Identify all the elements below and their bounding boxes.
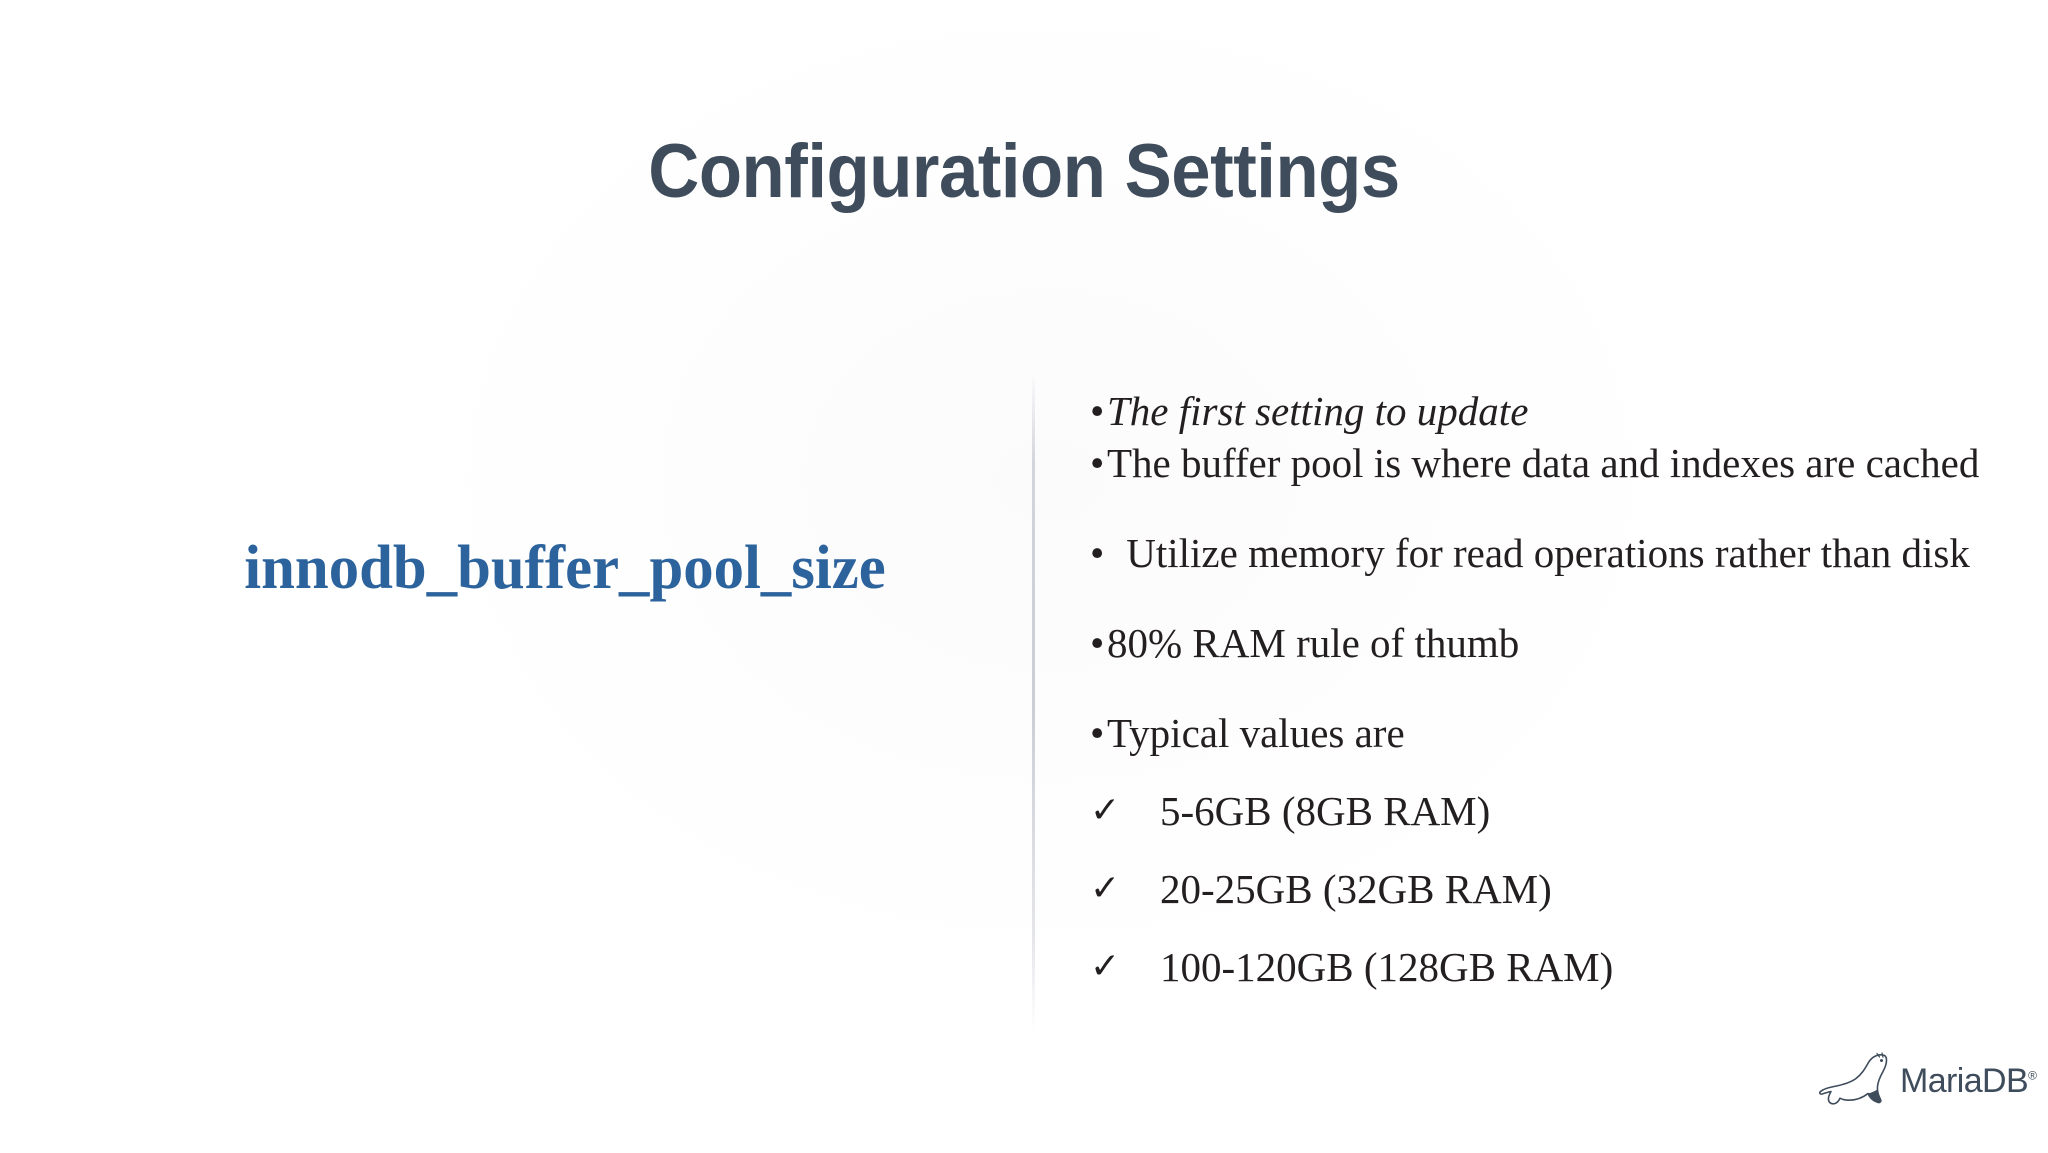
list-item-label: 80% RAM rule of thumb bbox=[1107, 620, 1520, 666]
bullet-list: • The first setting to update • The buff… bbox=[1090, 385, 2020, 993]
checkmark-icon: ✓ bbox=[1090, 868, 1121, 909]
list-item: ✓ 5-6GB (8GB RAM) bbox=[1090, 785, 2020, 837]
bullet-dot-icon: • bbox=[1090, 440, 1105, 486]
checkmark-icon: ✓ bbox=[1090, 790, 1121, 831]
mariadb-wordmark-text: MariaDB bbox=[1900, 1062, 2029, 1100]
sea-lion-icon bbox=[1818, 1052, 1888, 1105]
list-item-label: Utilize memory for read operations rathe… bbox=[1116, 530, 1970, 576]
list-item-label: Typical values are bbox=[1107, 710, 1405, 756]
bullet-dot-icon: • bbox=[1090, 710, 1105, 756]
registered-mark-icon: ® bbox=[2028, 1068, 2037, 1083]
bullet-dot-icon: • bbox=[1090, 620, 1105, 666]
list-item-label: 20-25GB (32GB RAM) bbox=[1160, 866, 1552, 912]
list-item-label: The buffer pool is where data and indexe… bbox=[1107, 440, 1980, 486]
bullet-dot-icon: • bbox=[1090, 530, 1105, 576]
list-item: • The buffer pool is where data and inde… bbox=[1090, 437, 2020, 489]
list-item-label: The first setting to update bbox=[1107, 388, 1529, 434]
list-item-label: 100-120GB (128GB RAM) bbox=[1160, 944, 1614, 990]
list-item: • Typical values are bbox=[1090, 707, 2020, 759]
checkmark-icon: ✓ bbox=[1090, 946, 1121, 987]
list-item: • Utilize memory for read operations rat… bbox=[1090, 527, 2020, 579]
vertical-divider bbox=[1032, 372, 1035, 1032]
list-item: • 80% RAM rule of thumb bbox=[1090, 617, 2020, 669]
list-item: • The first setting to update bbox=[1090, 385, 2020, 437]
list-item: ✓ 100-120GB (128GB RAM) bbox=[1090, 941, 2020, 993]
page-title: Configuration Settings bbox=[648, 129, 1400, 214]
mariadb-wordmark: MariaDB® bbox=[1900, 1062, 2037, 1101]
list-item-label: 5-6GB (8GB RAM) bbox=[1160, 788, 1491, 834]
list-item: ✓ 20-25GB (32GB RAM) bbox=[1090, 863, 2020, 915]
setting-name-label: innodb_buffer_pool_size bbox=[244, 534, 886, 602]
bullet-dot-icon: • bbox=[1090, 388, 1105, 434]
mariadb-logo: MariaDB® bbox=[1818, 1046, 2037, 1126]
